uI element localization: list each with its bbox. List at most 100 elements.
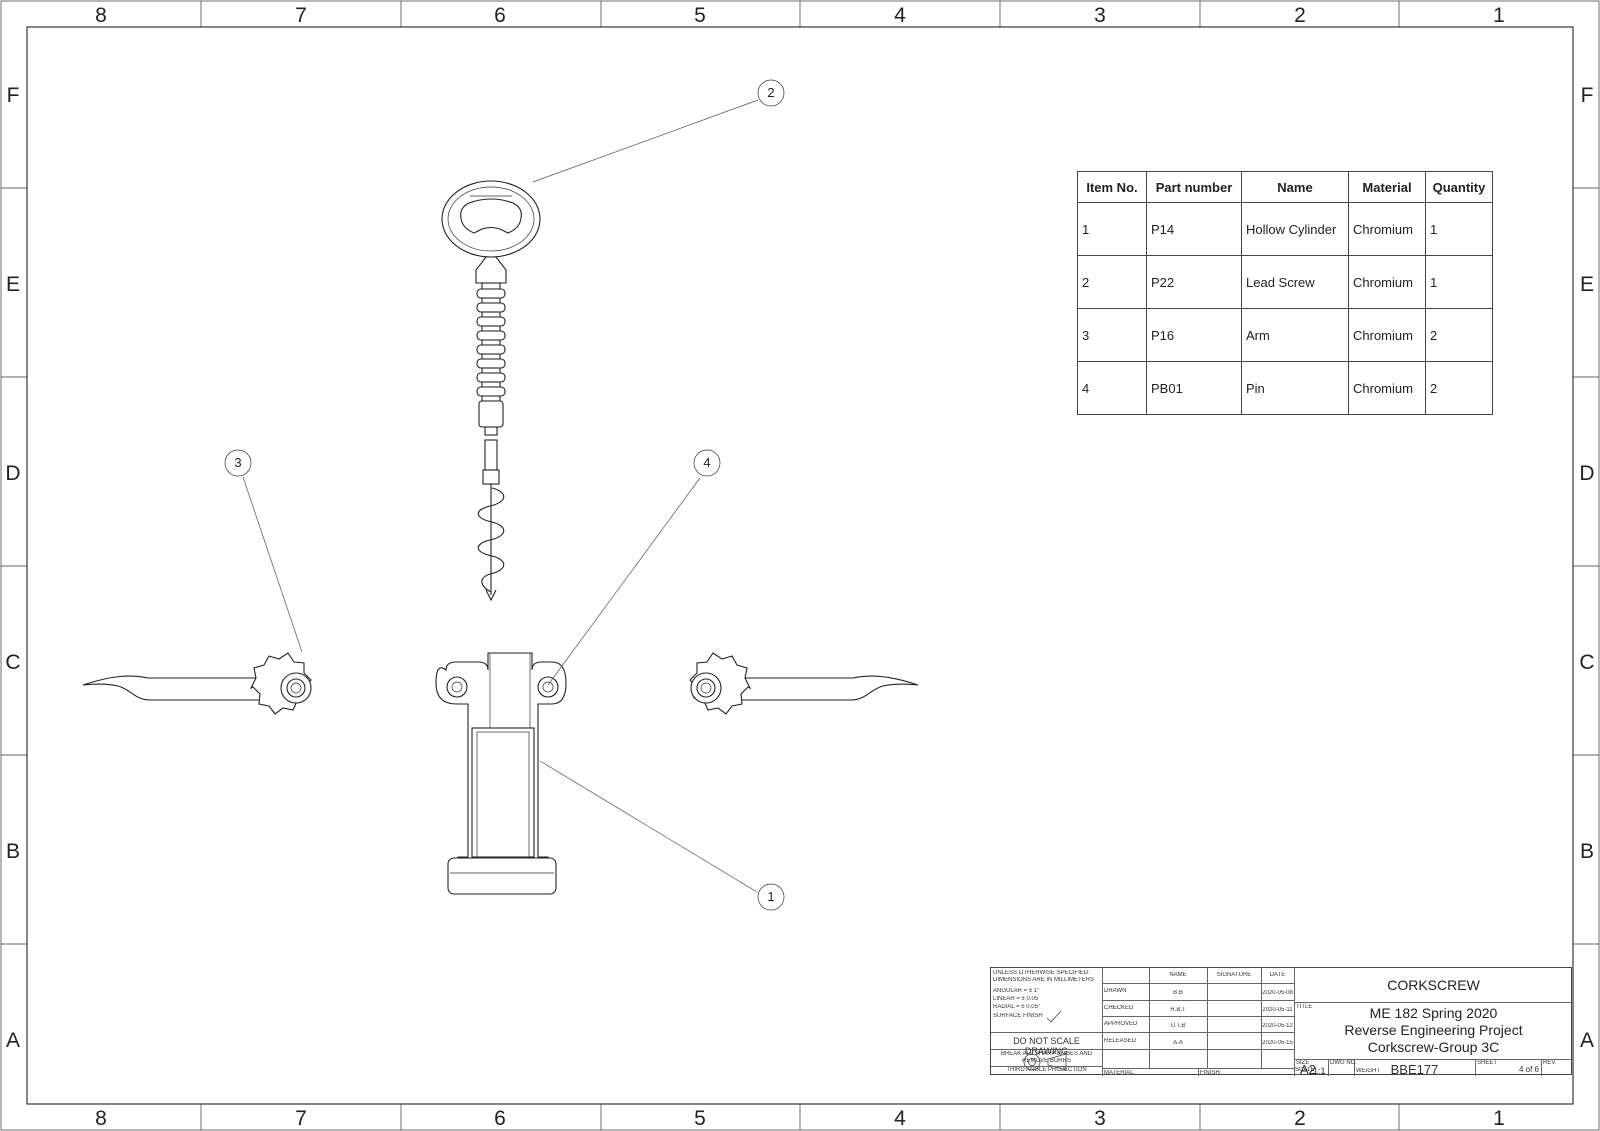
third-angle-projection-icon	[1023, 1053, 1067, 1071]
zone-col-bottom: 1	[1493, 1107, 1505, 1130]
svg-text:2: 2	[767, 85, 774, 100]
bom-cell: Arm	[1241, 308, 1349, 362]
approval-date: 2020-05-08	[1262, 990, 1293, 996]
linear-tolerance: LINEAR = ± 0.05	[993, 996, 1039, 1002]
bom-cell: Pin	[1241, 361, 1349, 415]
bom-cell: 2	[1077, 255, 1147, 309]
svg-text:4: 4	[703, 455, 710, 470]
zone-col-bottom: 8	[95, 1107, 107, 1130]
zone-col-top: 8	[95, 4, 107, 27]
size-label: SIZE	[1296, 1060, 1310, 1066]
title-label: TITLE	[1296, 1004, 1313, 1010]
balloon-4: 4	[693, 449, 721, 477]
company-name: CORKSCREW	[1387, 977, 1480, 993]
approval-role: APPROVED	[1104, 1021, 1138, 1027]
zone-row-left: B	[6, 840, 20, 863]
zone-col-bottom: 6	[494, 1107, 506, 1130]
bom-cell: 2	[1425, 308, 1493, 362]
dwg-no-label: DWG NO.	[1330, 1060, 1357, 1066]
title-line-1: ME 182 Spring 2020	[1369, 1005, 1498, 1021]
approval-name: U.T.B	[1170, 1023, 1186, 1029]
zone-row-left: E	[6, 273, 20, 296]
zone-col-top: 6	[494, 4, 506, 27]
col-name-header: NAME	[1169, 972, 1187, 978]
zone-col-top: 7	[295, 4, 307, 27]
approval-role: CHECKED	[1104, 1005, 1134, 1011]
bom-cell: P14	[1146, 202, 1242, 256]
drawing-number: BBE177	[1390, 1062, 1439, 1077]
bom-header-name: Name	[1241, 171, 1349, 203]
bom-cell: Chromium	[1348, 202, 1426, 256]
surface-finish-icon	[1046, 1010, 1062, 1023]
title-line-2: Reverse Engineering Project	[1344, 1022, 1523, 1038]
zone-col-bottom: 4	[894, 1107, 906, 1130]
surface-finish-label: SURFACE FINISH	[993, 1013, 1043, 1019]
zone-row-right: D	[1579, 462, 1594, 485]
zone-col-bottom: 3	[1094, 1107, 1106, 1130]
bom-header-material: Material	[1348, 171, 1426, 203]
break-edges-note-2: REMOVE BURRS	[1022, 1058, 1071, 1064]
scale-label: SCALE	[1295, 1067, 1315, 1073]
balloon-2: 2	[757, 79, 785, 107]
zone-col-bottom: 7	[295, 1107, 307, 1130]
angular-tolerance: ANGULAR = ± 1°	[993, 988, 1040, 994]
bom-header-quantity: Quantity	[1425, 171, 1493, 203]
sheet-label: SHEET	[1477, 1060, 1498, 1066]
projection-label: THIRD ANGLE PROJECTION	[1006, 1067, 1087, 1073]
approval-name: B.B	[1173, 990, 1183, 996]
bom-cell: P16	[1146, 308, 1242, 362]
bom-cell: P22	[1146, 255, 1242, 309]
zone-col-top: 2	[1294, 4, 1306, 27]
bom-cell: 2	[1425, 361, 1493, 415]
table-row: 2 P22 Lead Screw Chromium 1	[1077, 255, 1493, 309]
title-block: UNLESS OTHERWISE SPECIFIED: DIMENSIONS A…	[990, 967, 1573, 1077]
svg-text:1: 1	[767, 889, 774, 904]
tolerance-note-2: DIMENSIONS ARE IN MILLIMETERS	[993, 977, 1095, 983]
rev-label: REV.	[1543, 1060, 1557, 1066]
approval-name: A.A	[1173, 1040, 1183, 1046]
bom-cell: 1	[1077, 202, 1147, 256]
bom-cell: Chromium	[1348, 255, 1426, 309]
bom-cell: Chromium	[1348, 308, 1426, 362]
weight-label: WEIGHT	[1356, 1068, 1380, 1074]
approval-date: 2020-05-15	[1262, 1040, 1293, 1046]
arm-left-view	[82, 652, 312, 715]
zone-col-bottom: 2	[1294, 1107, 1306, 1130]
title-line-3: Corkscrew-Group 3C	[1367, 1039, 1500, 1055]
lead-screw-view	[441, 180, 541, 602]
leader-lines	[242, 99, 759, 893]
approval-date: 2020-05-11	[1262, 1007, 1293, 1013]
balloon-1: 1	[757, 883, 785, 911]
bom-cell: Lead Screw	[1241, 255, 1349, 309]
bom-header-row: Item No. Part number Name Material Quant…	[1077, 171, 1493, 203]
col-signature-header: SIGNATURE	[1216, 972, 1252, 978]
break-edges-note-1: BREAK ALL SHARP EDGES AND	[1000, 1051, 1093, 1057]
bill-of-materials-table: Item No. Part number Name Material Quant…	[1077, 171, 1493, 415]
bom-cell: 3	[1077, 308, 1147, 362]
zone-row-left: C	[5, 651, 20, 674]
bom-header-part-number: Part number	[1146, 171, 1242, 203]
balloon-3: 3	[224, 449, 252, 477]
approval-role: DRAWN	[1104, 988, 1127, 994]
zone-row-right: E	[1580, 273, 1594, 296]
zone-row-left: A	[6, 1029, 20, 1052]
bom-cell: Hollow Cylinder	[1241, 202, 1349, 256]
table-row: 3 P16 Arm Chromium 2	[1077, 308, 1493, 362]
bom-cell: PB01	[1146, 361, 1242, 415]
finish-label: FINISH:	[1200, 1070, 1222, 1076]
zone-row-right: B	[1580, 840, 1594, 863]
bom-cell: Chromium	[1348, 361, 1426, 415]
zone-row-right: A	[1580, 1029, 1594, 1052]
hollow-cylinder-view	[435, 652, 567, 895]
approval-role: RELEASED	[1104, 1038, 1137, 1044]
tolerance-note-1: UNLESS OTHERWISE SPECIFIED:	[993, 970, 1090, 976]
do-not-scale-note: DO NOT SCALE DRAWING	[1013, 1036, 1080, 1056]
approval-name: R.B.T	[1170, 1007, 1186, 1013]
bom-cell: 1	[1425, 255, 1493, 309]
bom-header-item: Item No.	[1077, 171, 1147, 203]
table-row: 4 PB01 Pin Chromium 2	[1077, 361, 1493, 415]
zone-row-left: F	[7, 84, 20, 107]
bom-cell: 4	[1077, 361, 1147, 415]
